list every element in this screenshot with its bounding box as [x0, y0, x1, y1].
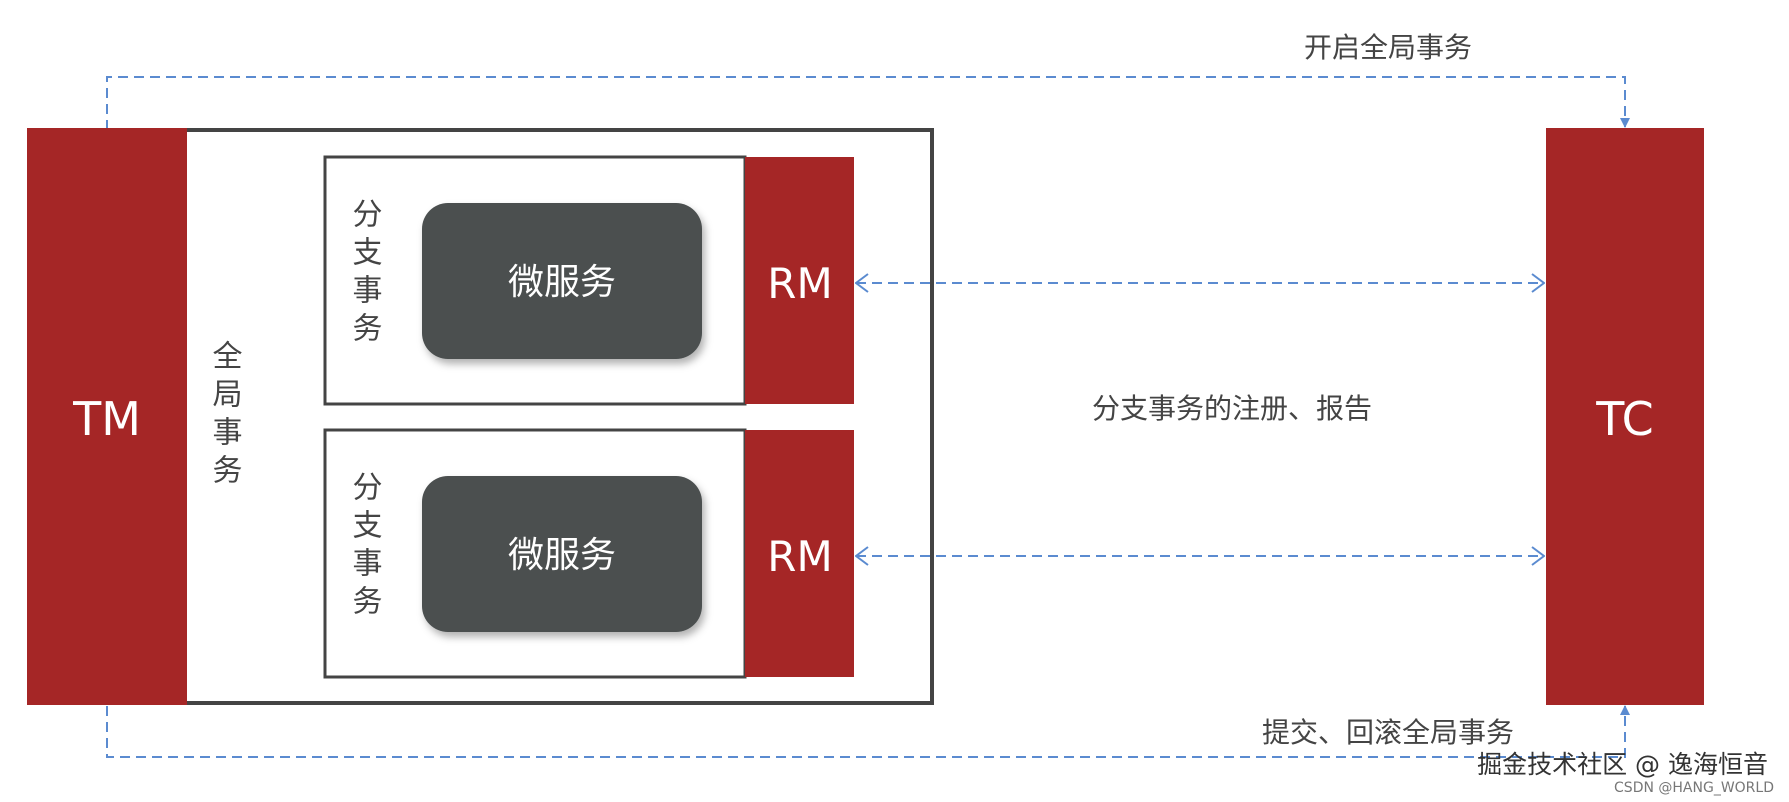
- branch-label-top: 分支事务: [347, 198, 382, 350]
- branch-label-bottom: 分支事务: [347, 471, 382, 623]
- global-transaction-label: 全局事务: [207, 340, 243, 492]
- microservice-label-top: 微服务: [508, 262, 616, 303]
- tc-box: [1546, 128, 1704, 705]
- tc-label: TC: [1595, 392, 1654, 446]
- branch-register-report-label: 分支事务的注册、报告: [1092, 392, 1372, 425]
- begin-global-arrow: [106, 76, 1630, 130]
- rm-box-bottom: [745, 430, 854, 677]
- rm-box-top: [745, 157, 854, 404]
- microservice-label-bottom: 微服务: [508, 535, 616, 576]
- tm-label: TM: [72, 392, 141, 446]
- rm-label-bottom: RM: [767, 532, 832, 581]
- branch-transaction-top: 分支事务 微服务 RM: [323, 155, 854, 406]
- begin-global-label: 开启全局事务: [1304, 31, 1472, 64]
- microservice-box-bottom: [422, 476, 702, 632]
- rm-label-top: RM: [767, 259, 832, 308]
- watermark-csdn: CSDN @HANG_WORLD: [1614, 780, 1774, 796]
- tm-box: [27, 128, 187, 705]
- watermark-juejin: 掘金技术社区 @ 逸海恒音: [1477, 750, 1768, 779]
- branch-transaction-bottom: 分支事务 微服务 RM: [323, 428, 854, 679]
- microservice-box-top: [422, 203, 702, 359]
- commit-rollback-label: 提交、回滚全局事务: [1262, 716, 1514, 749]
- commit-rollback-arrow: [106, 705, 1630, 758]
